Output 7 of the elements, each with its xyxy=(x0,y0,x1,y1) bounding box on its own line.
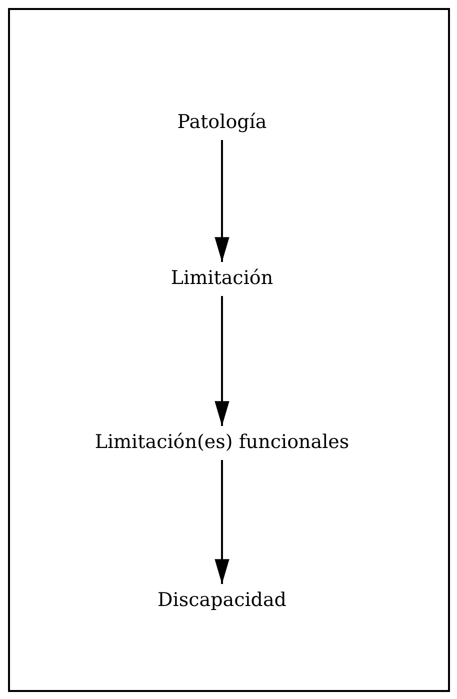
node-label: Discapacidad xyxy=(158,586,286,614)
node-label: Limitación xyxy=(170,264,274,292)
arrow xyxy=(214,140,230,262)
arrow xyxy=(214,296,230,426)
arrow xyxy=(214,460,230,584)
node-label: Patología xyxy=(177,108,267,136)
node-label: Limitación(es) funcionales xyxy=(94,428,350,456)
